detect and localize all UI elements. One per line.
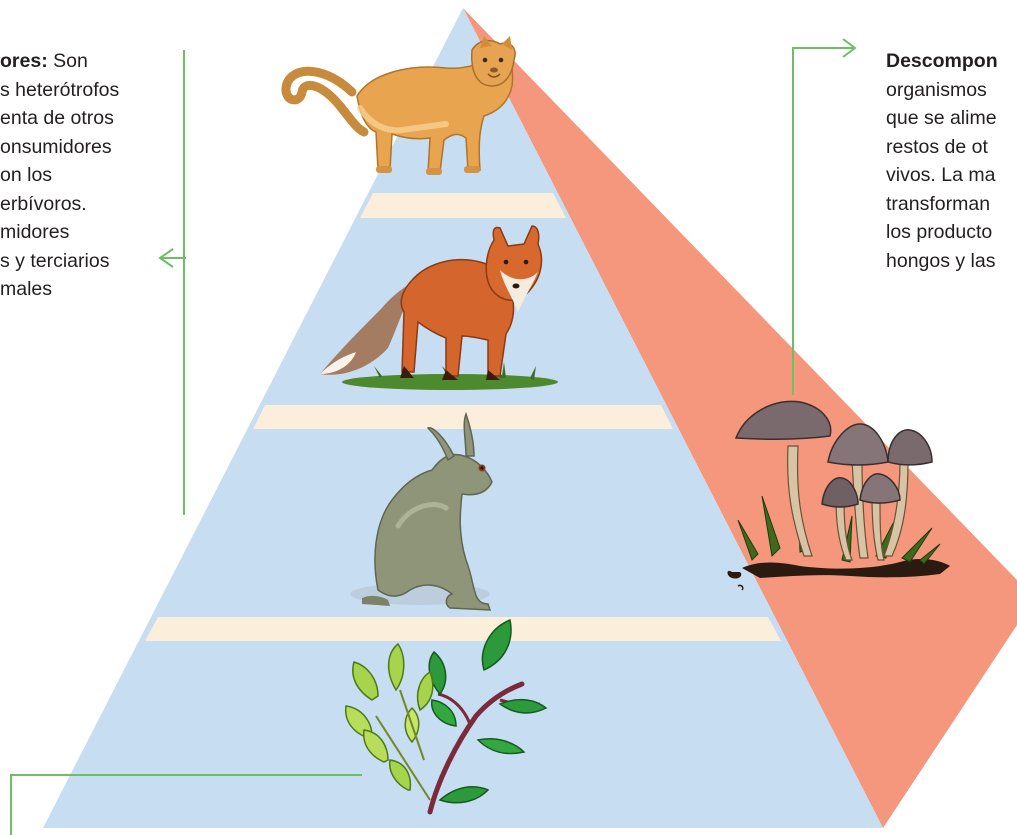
consumers-line: on los: [0, 161, 160, 190]
consumers-connector: [160, 50, 186, 515]
consumers-line: s y terciarios: [0, 247, 160, 276]
pyramid-band-3: [145, 617, 781, 641]
decomposers-connector: [793, 39, 855, 395]
decomposers-line: los producto: [886, 218, 1017, 247]
consumers-line: males: [0, 275, 160, 304]
decomposers-line: transforman: [886, 190, 1017, 219]
consumers-title-line: ores: Son: [0, 47, 160, 76]
pyramid-band-1: [360, 193, 566, 218]
consumers-line: onsumidores: [0, 133, 160, 162]
consumers-line: midores: [0, 218, 160, 247]
pyramid-band-2: [253, 405, 673, 429]
consumers-line: enta de otros: [0, 104, 160, 133]
decomposers-line: hongos y las: [886, 247, 1017, 276]
decomposers-line: vivos. La ma: [886, 161, 1017, 190]
decomposers-description: Descompon organismos que se alime restos…: [886, 47, 1017, 275]
consumers-description: ores: Son s heterótrofos enta de otros o…: [0, 47, 160, 304]
consumers-title-rest: Son: [48, 50, 88, 72]
decomposers-title: Descompon: [886, 50, 998, 72]
decomposers-line: organismos: [886, 76, 1017, 105]
decomposers-title-line: Descompon: [886, 47, 1017, 76]
consumers-title: ores:: [0, 50, 48, 72]
decomposers-line: restos de ot: [886, 133, 1017, 162]
decomposers-line: que se alime: [886, 104, 1017, 133]
consumers-line: s heterótrofos: [0, 76, 160, 105]
consumers-line: erbívoros.: [0, 190, 160, 219]
